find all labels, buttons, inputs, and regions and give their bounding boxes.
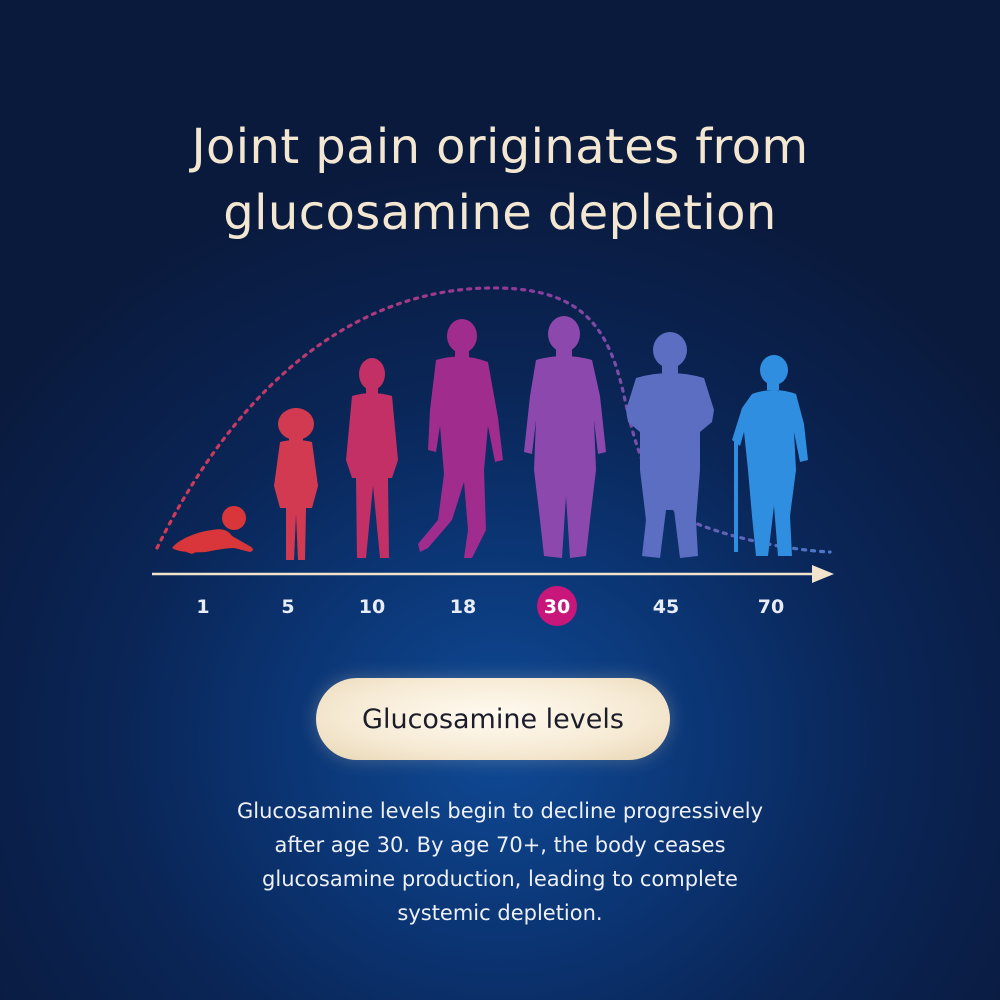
age-label: 1	[196, 596, 209, 618]
elderly-with-cane-icon	[732, 355, 808, 556]
description-line-4: systemic depletion.	[397, 901, 603, 925]
age-tick-labels: 1 5 10 18 30 45 70	[196, 596, 784, 618]
title-line-2: glucosamine depletion	[223, 185, 777, 242]
age-label: 45	[653, 596, 679, 618]
glucosamine-level-curve	[155, 286, 832, 554]
age-label-highlighted: 30	[544, 596, 570, 618]
age-label: 18	[450, 596, 476, 618]
age-30-highlight-badge	[537, 586, 577, 626]
preteen-icon	[346, 358, 398, 558]
age-label: 5	[281, 596, 294, 618]
glucosamine-levels-legend: Glucosamine levels	[316, 678, 670, 760]
young-adult-icon	[418, 319, 503, 558]
description-line-2: after age 30. By age 70+, the body cease…	[274, 833, 726, 857]
age-label: 10	[359, 596, 385, 618]
page-title: Joint pain originates from glucosamine d…	[0, 114, 1000, 246]
axis-arrow-icon	[812, 565, 834, 583]
age-label: 70	[758, 596, 784, 618]
description-line-3: glucosamine production, leading to compl…	[262, 867, 738, 891]
child-icon	[274, 408, 318, 560]
description-text: Glucosamine levels begin to decline prog…	[150, 794, 850, 930]
title-line-1: Joint pain originates from	[191, 119, 809, 176]
legend-label: Glucosamine levels	[362, 703, 624, 735]
crawling-baby-icon	[172, 506, 253, 554]
description-line-1: Glucosamine levels begin to decline prog…	[237, 799, 763, 823]
middle-aged-adult-icon	[626, 332, 714, 558]
adult-icon	[524, 316, 606, 558]
